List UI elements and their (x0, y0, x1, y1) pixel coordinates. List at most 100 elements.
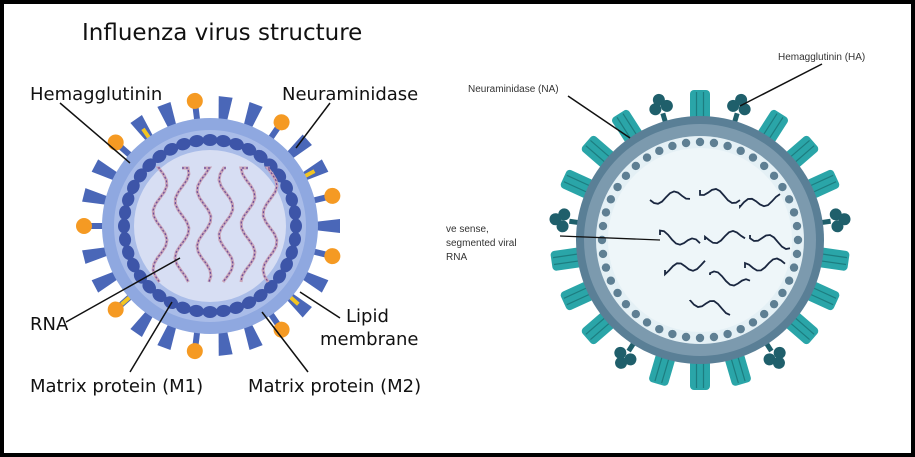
matrix-bead (792, 249, 802, 259)
ha-spike-groove (812, 181, 837, 194)
matrix-m1-bead (280, 179, 293, 195)
na-head (652, 93, 665, 106)
neuraminidase-head (76, 218, 92, 234)
matrix-m1-bead (142, 158, 156, 172)
leader-right-neuraminidase (567, 95, 631, 139)
matrix-m1-bead (241, 143, 257, 156)
hemagglutinin-spike (91, 270, 120, 293)
left-title: Influenza virus structure (82, 20, 362, 46)
ha-spike-groove (563, 286, 588, 299)
matrix-bead (642, 153, 652, 162)
matrix-bead (723, 329, 732, 339)
matrix-m1-bead (118, 218, 130, 234)
matrix-m1-bead (215, 135, 231, 148)
matrix-bead (769, 171, 779, 181)
neuraminidase-head (273, 321, 290, 338)
matrix-bead (598, 249, 608, 259)
ha-spike-groove (661, 357, 670, 384)
matrix-m1-bead (202, 134, 218, 146)
matrix-m1-bead (285, 192, 298, 207)
matrix-m1-bead (176, 138, 191, 151)
na-head (763, 353, 776, 366)
matrix-bead (621, 299, 631, 309)
matrix-m1-bead (280, 257, 293, 273)
surface-spike (186, 328, 203, 360)
right-spike (550, 247, 583, 271)
matrix-m1-bead (215, 304, 231, 317)
left-matrix-m1-layer (118, 134, 302, 318)
matrix-m1-bead (285, 245, 298, 260)
matrix-bead (642, 318, 652, 327)
hemagglutinin-spike (82, 188, 110, 205)
matrix-bead (695, 333, 705, 343)
ha-spike (690, 90, 710, 120)
matrix-m1-bead (152, 149, 167, 163)
surface-spike (243, 101, 263, 131)
matrix-m1-bead (142, 280, 156, 294)
right-spike (725, 353, 751, 386)
ha-spike-groove (590, 322, 611, 341)
neuraminidase-head (273, 114, 290, 131)
rna-segment (689, 299, 731, 316)
ha-spike (550, 247, 583, 271)
ha-spike-groove (768, 117, 784, 140)
matrix-m1-bead (152, 289, 167, 303)
right-core (608, 148, 792, 332)
matrix-bead (695, 137, 705, 147)
right-spike (560, 282, 594, 311)
surface-spike (186, 92, 203, 124)
surface-spike (243, 321, 263, 351)
matrix-m1-bead (288, 231, 301, 247)
rna-strand-detail (262, 167, 278, 283)
matrix-bead (668, 329, 677, 339)
hemagglutinin-spike (91, 159, 120, 182)
leader-lipid-membrane (299, 291, 341, 319)
matrix-bead (606, 195, 616, 204)
hemagglutinin-spike (157, 101, 177, 131)
hemagglutinin-spike (218, 328, 233, 356)
rna-strand-detail (152, 167, 168, 283)
matrix-bead (613, 288, 622, 298)
ha-spike-groove (812, 286, 837, 299)
rna-segment (704, 229, 746, 245)
surface-spike (218, 328, 233, 356)
na-head (738, 103, 751, 116)
na-head (649, 103, 662, 116)
ha-spike (690, 360, 710, 390)
matrix-bead (778, 288, 787, 298)
matrix-bead (709, 332, 719, 342)
matrix-m1-bead (127, 257, 140, 273)
rna-segment (739, 193, 781, 210)
surface-spike (218, 96, 233, 124)
matrix-m1-bead (202, 306, 218, 318)
hemagglutinin-spike (130, 309, 155, 337)
matrix-m1-bead (119, 231, 132, 247)
matrix-bead (631, 161, 641, 171)
matrix-bead (709, 138, 719, 148)
matrix-m1-bead (253, 149, 268, 163)
right-label-rna-line2: segmented viral (446, 238, 517, 249)
right-spike (690, 360, 710, 390)
label-rna: RNA (30, 314, 69, 335)
neuraminidase-head (186, 92, 203, 109)
right-spike (762, 339, 786, 369)
ha-spike-groove (563, 181, 588, 194)
matrix-bead (681, 138, 691, 148)
ha-spike (817, 247, 850, 271)
surface-spike (82, 188, 110, 205)
neuraminidase-head (324, 248, 341, 265)
matrix-m1-bead (264, 280, 278, 294)
leader-neuraminidase (295, 102, 331, 149)
matrix-bead (778, 182, 787, 192)
ha-spike-groove (566, 293, 591, 306)
right-spike (560, 169, 594, 198)
ha-spike (612, 109, 643, 143)
right-spike (612, 109, 643, 143)
ha-spike-groove (585, 316, 606, 335)
matrix-bead (789, 263, 799, 272)
ha-spike-groove (590, 139, 611, 158)
right-spike (614, 339, 638, 369)
matrix-bead (748, 318, 758, 327)
leader-matrix-m1 (129, 301, 173, 373)
